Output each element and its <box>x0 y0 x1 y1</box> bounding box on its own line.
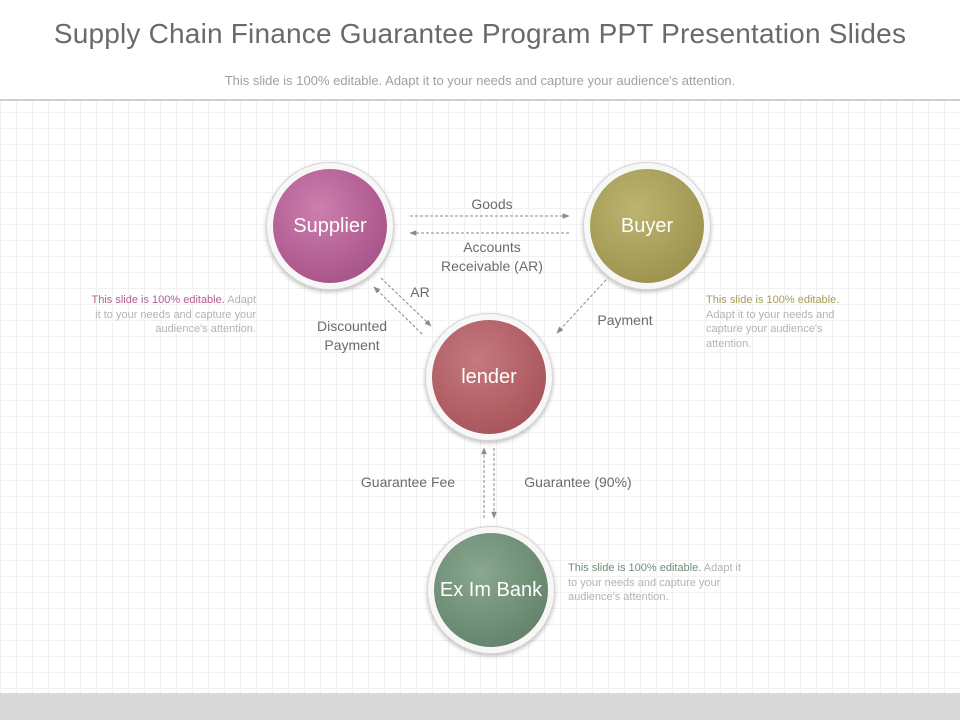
goods-label: Goods <box>471 196 513 212</box>
slide-header <box>0 0 960 100</box>
left-note-line3: audience's attention. <box>155 323 256 335</box>
guarantee-fee-label: Guarantee Fee <box>360 474 456 490</box>
left-note-line2: it to your needs and capture your <box>95 308 256 321</box>
eximbank-node: Ex Im Bank <box>427 526 555 654</box>
supplier-node: Supplier <box>266 162 394 290</box>
accounts-receivable-label: Accounts Receivable (AR) <box>412 238 572 276</box>
lender-label: lender <box>432 320 546 434</box>
discounted-payment-arrow <box>373 286 423 335</box>
slide-subtitle: This slide is 100% editable. Adapt it to… <box>224 73 736 88</box>
header-divider <box>0 99 960 101</box>
guarantee-90-label: Guarantee (90%) <box>524 474 632 490</box>
eximbank-label: Ex Im Bank <box>434 533 548 647</box>
right-note-line3: capture your audience's <box>706 323 823 335</box>
left-note: This slide is 100% editable. Adapt it to… <box>60 293 257 337</box>
slide-title: Supply Chain Finance Guarantee Program P… <box>53 18 907 49</box>
accounts-receivable-line1: Accounts <box>463 239 521 255</box>
discounted-payment-line2: Payment <box>324 337 380 353</box>
accounts-receivable-line2: Receivable (AR) <box>441 258 543 274</box>
bottom-note-line3: audience's attention. <box>568 591 669 603</box>
footer-band <box>0 693 960 720</box>
bottom-note: This slide is 100% editable. Adapt it to… <box>568 561 768 605</box>
right-note-line4: attention. <box>706 337 752 350</box>
bottom-note-lead: This slide is 100% editable. <box>568 562 702 574</box>
lender-node: lender <box>425 313 553 441</box>
right-note: This slide is 100% editable. Adapt it to… <box>706 293 876 351</box>
payment-arrow <box>556 279 607 334</box>
supplier-label: Supplier <box>273 169 387 283</box>
payment-label: Payment <box>597 312 653 328</box>
buyer-node: Buyer <box>583 162 711 290</box>
left-note-lead: This slide is 100% editable. <box>91 294 225 306</box>
left-note-rest: Adapt <box>227 294 256 306</box>
ar-arrow <box>380 277 432 327</box>
bottom-note-line2: to your needs and capture your <box>568 576 721 589</box>
bottom-note-rest: Adapt it <box>703 562 742 574</box>
discounted-payment-line1: Discounted <box>316 318 388 334</box>
right-note-lead: This slide is 100% editable. <box>706 294 840 306</box>
ar-label: AR <box>410 284 430 300</box>
right-note-line2: Adapt it to your needs and <box>706 308 835 321</box>
discounted-payment-label: Discounted Payment <box>300 317 404 355</box>
buyer-label: Buyer <box>590 169 704 283</box>
